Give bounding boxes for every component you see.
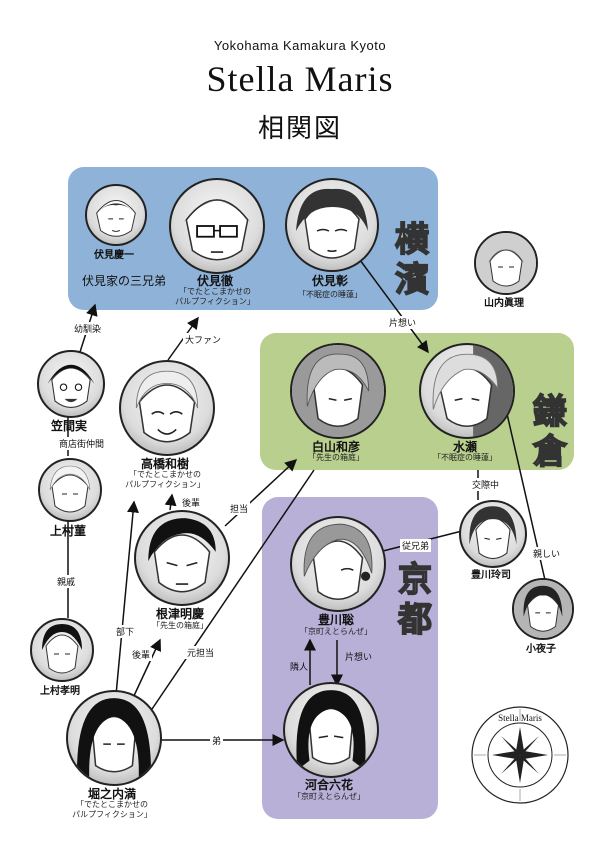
line-horinouchi-to-nezu xyxy=(131,638,161,701)
portrait-kasama-minoru xyxy=(37,350,105,418)
portrait-fushimi-aya xyxy=(285,178,379,272)
group-label: 伏見家の三兄弟 xyxy=(82,274,167,288)
character-name: 河合六花 xyxy=(304,778,353,792)
portrait-toyokawa-satoshi xyxy=(290,516,386,612)
subtitle: Yokohama Kamakura Kyoto xyxy=(213,38,387,53)
compass-star-icon xyxy=(471,706,569,804)
character-name: 伏見徹 xyxy=(196,274,233,288)
character-name: 豊川聡 xyxy=(317,613,354,627)
character-name: 上村菫 xyxy=(49,524,86,538)
portrait-uemura-takaaki xyxy=(30,618,94,682)
portrait-drawing xyxy=(476,233,536,293)
relation-label: 後輩 xyxy=(182,499,201,509)
relation-label: 大ファン xyxy=(183,333,224,346)
character-name: 小夜子 xyxy=(526,644,556,655)
relation-label: 後輩 xyxy=(130,648,153,661)
relation-label: 担当 xyxy=(228,502,251,515)
work-title: 「不眠症の睡蓮」 xyxy=(433,453,497,462)
relation-label: 従兄弟 xyxy=(400,539,432,552)
relation-label: 親しい xyxy=(531,547,563,560)
stella-maris-seal: Stella Maris xyxy=(470,705,570,805)
portrait-drawing xyxy=(135,370,199,443)
portrait-uemura-sumire xyxy=(38,458,102,522)
work-title: 「でたとこまかせの xyxy=(129,470,201,479)
character-name: 高橋和樹 xyxy=(140,457,189,471)
relation-label: 部下 xyxy=(114,625,137,638)
line-aya-to-minase xyxy=(359,259,429,354)
character-name: 水瀬 xyxy=(452,440,477,454)
portrait-drawing xyxy=(76,698,152,784)
portrait-drawing xyxy=(292,345,384,437)
character-name: 根津明慶 xyxy=(155,607,204,621)
portrait-drawing xyxy=(296,690,366,770)
portrait-drawing xyxy=(42,624,82,674)
portrait-yamauchi-masamichi xyxy=(474,231,538,295)
portrait-drawing xyxy=(514,580,572,638)
line-nezu-to-shirayama xyxy=(224,458,298,527)
character-name: 山内眞理 xyxy=(484,298,524,309)
page-title: Stella Maris xyxy=(206,59,394,99)
portrait-drawing xyxy=(49,465,91,513)
region-label-kyoto: 京都 xyxy=(397,559,433,641)
line-nezu-to-takahashi xyxy=(164,493,177,511)
work-title: 「京町えとらんぜ」 xyxy=(293,792,365,801)
portrait-drawing xyxy=(296,188,368,259)
work-title: パルプフィクション」 xyxy=(72,810,152,819)
portrait-sayoko xyxy=(512,578,574,640)
portrait-drawing xyxy=(469,506,517,560)
character-name: 堀之内満 xyxy=(87,787,136,801)
character-name: 伏見慶一 xyxy=(94,250,134,261)
line-horinouchi-shirayama xyxy=(149,469,315,713)
portrait-kawai-rokka xyxy=(283,682,379,778)
work-title: パルプフィクション」 xyxy=(125,480,205,489)
relation-label: 隣人 xyxy=(290,663,309,673)
relation-label: 親戚 xyxy=(55,575,78,588)
character-name: 豊川玲司 xyxy=(471,570,511,581)
portrait-shirayama-kazuhiko xyxy=(290,343,386,439)
portrait-drawing xyxy=(183,199,251,261)
work-title: 「不眠症の睡蓮」 xyxy=(298,290,362,299)
portrait-takahashi-kazuki xyxy=(119,360,215,456)
character-name: 伏見彰 xyxy=(311,274,348,288)
region-label-kamakura: 鎌倉 xyxy=(532,391,568,473)
portrait-toyokawa-reiji xyxy=(459,500,527,568)
portrait-drawing xyxy=(148,518,216,593)
line-horinouchi-to-takahashi xyxy=(115,500,139,696)
portrait-fushimi-keiichi xyxy=(85,184,147,246)
portrait-drawing xyxy=(96,200,136,237)
portrait-horinouchi-mitsuru xyxy=(66,690,162,786)
portrait-fushimi-toru xyxy=(169,178,265,274)
portrait-drawing xyxy=(47,364,95,408)
portrait-minase xyxy=(419,343,515,439)
relation-label: 幼馴染 xyxy=(72,322,104,335)
relation-label: 交際中 xyxy=(470,478,502,491)
work-title: 「でたとこまかせの xyxy=(179,287,251,296)
seal-title: Stella Maris xyxy=(498,713,542,723)
relation-label: 弟 xyxy=(210,734,224,747)
character-name: 上村孝明 xyxy=(40,686,80,697)
work-title: 「先生の箱庭」 xyxy=(152,621,208,630)
work-title: 「先生の箱庭」 xyxy=(308,453,364,462)
portrait-nezu-akiyoshi xyxy=(134,510,230,606)
region-label-yokohama: 横濱 xyxy=(394,219,430,301)
relation-label: 片想い xyxy=(387,316,419,329)
relation-label: 元担当 xyxy=(185,646,217,659)
portrait-drawing xyxy=(432,345,513,437)
work-title: 「でたとこまかせの xyxy=(76,800,148,809)
character-name: 白山和彦 xyxy=(311,440,360,454)
relation-label: 片想い xyxy=(345,653,373,663)
work-title: パルプフィクション」 xyxy=(175,297,255,306)
portrait-drawing xyxy=(303,523,373,601)
diagram-title: 相関図 xyxy=(257,114,342,144)
relation-label: 商店街仲間 xyxy=(57,437,107,450)
character-name: 笠間実 xyxy=(50,419,87,433)
work-title: 「京町えとらんぜ」 xyxy=(300,627,372,636)
